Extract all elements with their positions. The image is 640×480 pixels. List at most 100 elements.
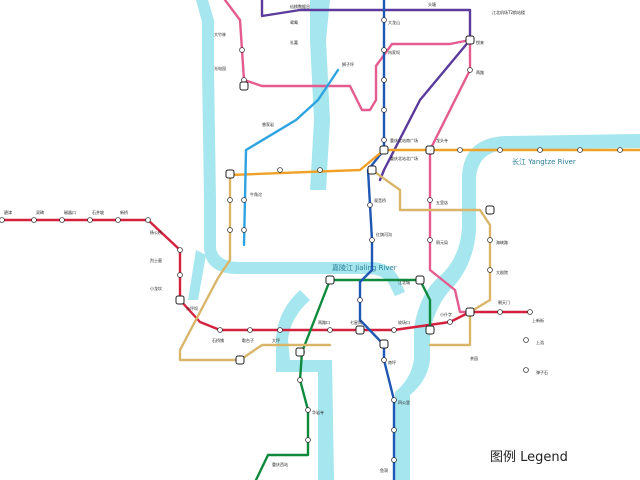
yangtze-river bbox=[395, 134, 640, 480]
station-label: 小龙坎 bbox=[150, 285, 162, 291]
interchange-station[interactable] bbox=[465, 307, 475, 317]
station-marker[interactable] bbox=[367, 202, 373, 208]
station-marker[interactable] bbox=[457, 147, 463, 153]
station-marker[interactable] bbox=[305, 407, 311, 413]
station-marker[interactable] bbox=[0, 217, 5, 223]
station-label: 鸳鸯 bbox=[290, 19, 298, 25]
interchange-station[interactable] bbox=[355, 325, 365, 335]
station-marker[interactable] bbox=[523, 337, 529, 343]
station-label: 弹子石 bbox=[536, 369, 548, 375]
station-marker[interactable] bbox=[227, 227, 233, 233]
line-cyan bbox=[242, 68, 340, 247]
station-marker[interactable] bbox=[391, 327, 397, 333]
station-marker[interactable] bbox=[59, 217, 65, 223]
station-label: 江北城 bbox=[398, 279, 410, 285]
station-marker[interactable] bbox=[227, 197, 233, 203]
interchange-station[interactable] bbox=[295, 347, 305, 357]
station-marker[interactable] bbox=[467, 67, 473, 73]
station-marker[interactable] bbox=[381, 17, 387, 23]
station-marker[interactable] bbox=[447, 319, 453, 325]
station-marker[interactable] bbox=[381, 357, 387, 363]
station-label: 新桥 bbox=[120, 209, 128, 215]
station-marker[interactable] bbox=[487, 237, 493, 243]
line-tan bbox=[178, 168, 492, 362]
station-label: 上浩 bbox=[536, 339, 544, 345]
interchange-station[interactable] bbox=[379, 339, 389, 349]
station-marker[interactable] bbox=[381, 137, 387, 143]
station-label: 龙头寺 bbox=[436, 137, 448, 143]
interchange-station[interactable] bbox=[379, 145, 389, 155]
station-label: 烈士墓 bbox=[150, 257, 162, 263]
station-label: 两路 bbox=[476, 69, 484, 75]
station-marker[interactable] bbox=[527, 309, 533, 315]
line-purple bbox=[260, 0, 472, 182]
interchange-station[interactable] bbox=[367, 165, 377, 175]
station-marker[interactable] bbox=[487, 267, 493, 273]
interchange-station[interactable] bbox=[175, 295, 185, 305]
station-marker[interactable] bbox=[381, 77, 387, 83]
station-marker[interactable] bbox=[317, 167, 323, 173]
station-marker[interactable] bbox=[497, 309, 503, 315]
station-marker[interactable] bbox=[381, 47, 387, 53]
station-marker[interactable] bbox=[617, 147, 623, 153]
yangtze-river-left bbox=[276, 290, 334, 480]
station-marker[interactable] bbox=[427, 197, 433, 203]
interchange-station[interactable] bbox=[239, 81, 249, 91]
jialing-river-label: 嘉陵江 Jialing River bbox=[332, 263, 397, 272]
station-label: 重庆北站南广场 bbox=[390, 137, 418, 143]
station-label: 石桥铺 bbox=[212, 337, 224, 343]
station-marker[interactable] bbox=[381, 107, 387, 113]
station-marker[interactable] bbox=[177, 247, 183, 253]
interchange-station[interactable] bbox=[485, 205, 495, 215]
station-label: 红旗河沟 bbox=[376, 231, 392, 237]
interchange-station[interactable] bbox=[225, 169, 235, 179]
station-marker[interactable] bbox=[497, 147, 503, 153]
station-label: 大坪 bbox=[272, 337, 280, 343]
station-marker[interactable] bbox=[391, 457, 397, 463]
interchange-station[interactable] bbox=[415, 275, 425, 285]
station-marker[interactable] bbox=[241, 197, 247, 203]
jialing-river-main bbox=[196, 0, 405, 296]
station-label: 七星岗 bbox=[350, 319, 362, 325]
station-labels: 碧津 双碑 磁器口 石井坡 新桥 杨公桥 烈士墓 小龙坎 沙坪坝 石桥铺 歇台子… bbox=[4, 1, 548, 473]
interchange-station[interactable] bbox=[325, 275, 335, 285]
station-label: 礼嘉 bbox=[290, 39, 298, 45]
station-label: 碧津 bbox=[4, 209, 12, 215]
station-label: 狮子坪 bbox=[342, 61, 354, 67]
station-marker[interactable] bbox=[115, 217, 121, 223]
interchange-station[interactable] bbox=[425, 325, 435, 335]
station-marker[interactable] bbox=[427, 237, 433, 243]
station-marker[interactable] bbox=[357, 297, 363, 303]
station-marker[interactable] bbox=[369, 237, 375, 243]
legend-title: 图例 Legend bbox=[490, 450, 568, 465]
interchange-station[interactable] bbox=[425, 145, 435, 155]
station-marker[interactable] bbox=[391, 397, 397, 403]
station-marker[interactable] bbox=[177, 272, 183, 278]
station-marker[interactable] bbox=[217, 327, 223, 333]
station-label: 南坪 bbox=[388, 359, 396, 365]
station-label: 磁器口 bbox=[64, 209, 76, 215]
station-label: 两路口 bbox=[318, 319, 330, 325]
station-label: 较场口 bbox=[398, 319, 410, 325]
station-marker[interactable] bbox=[327, 327, 333, 333]
station-marker[interactable] bbox=[297, 377, 303, 383]
interchange-station[interactable] bbox=[235, 355, 245, 365]
station-label: 悦来 bbox=[476, 39, 484, 45]
station-label: 冉家坝 bbox=[388, 49, 400, 55]
station-marker[interactable] bbox=[391, 427, 397, 433]
station-marker[interactable] bbox=[87, 217, 93, 223]
station-marker[interactable] bbox=[577, 147, 583, 153]
station-marker[interactable] bbox=[523, 367, 529, 373]
station-marker[interactable] bbox=[145, 217, 151, 223]
station-marker[interactable] bbox=[305, 437, 311, 443]
station-label: 小什字 bbox=[440, 311, 452, 317]
station-marker[interactable] bbox=[277, 167, 283, 173]
interchange-station[interactable] bbox=[465, 35, 475, 45]
station-marker[interactable] bbox=[31, 217, 37, 223]
station-marker[interactable] bbox=[241, 227, 247, 233]
station-marker[interactable] bbox=[247, 327, 253, 333]
station-marker[interactable] bbox=[537, 147, 543, 153]
station-marker[interactable] bbox=[277, 327, 283, 333]
station-marker[interactable] bbox=[239, 47, 245, 53]
